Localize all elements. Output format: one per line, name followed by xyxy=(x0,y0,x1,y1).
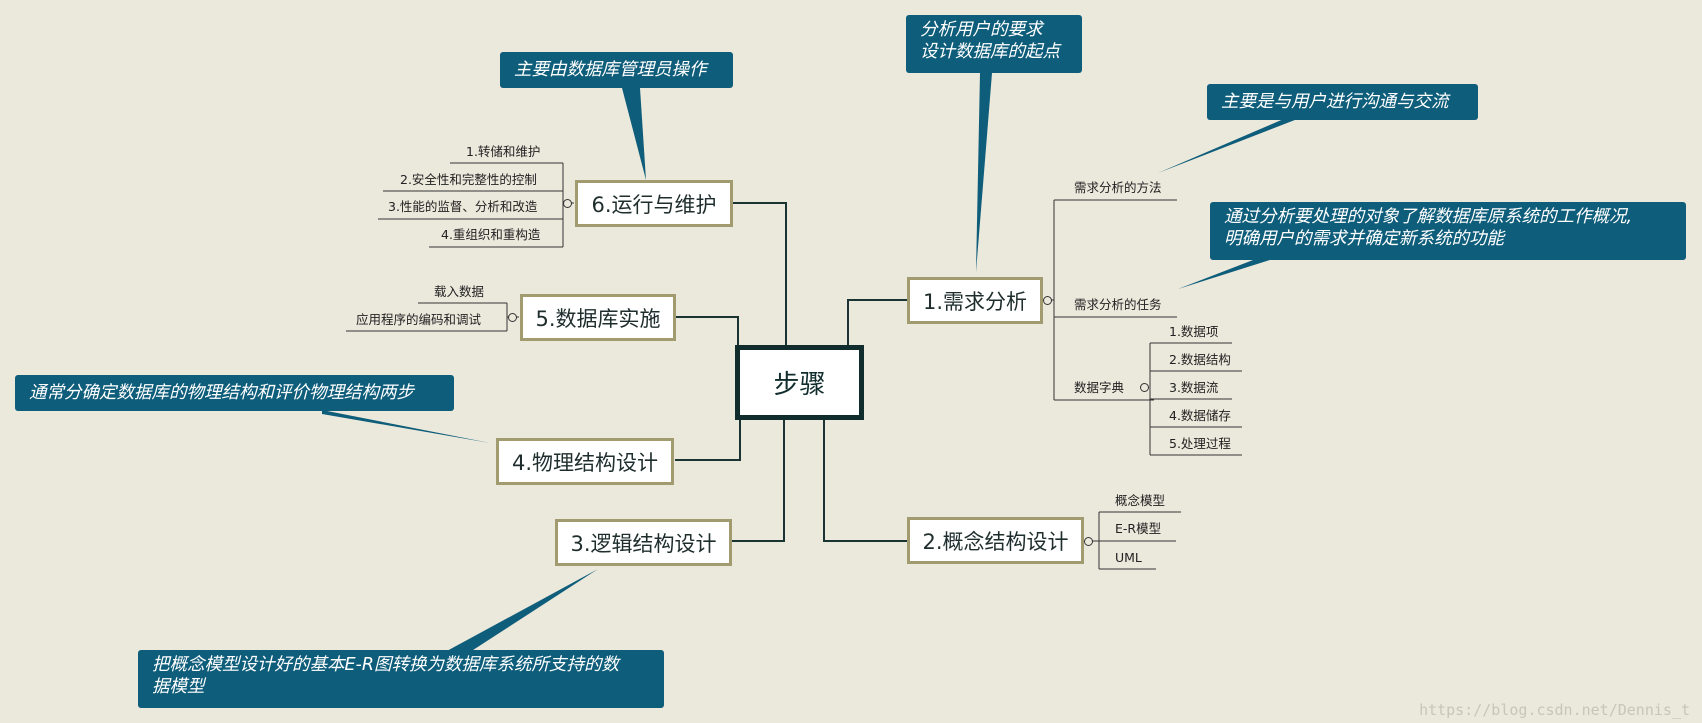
callout-line: 分析用户的要求 xyxy=(920,20,1043,40)
callout-line: 设计数据库的起点 xyxy=(920,42,1060,62)
callout-line: 明确用户的需求并确定新系统的功能 xyxy=(1224,229,1504,249)
topic-data-dictionary[interactable]: 数据字典 xyxy=(1074,380,1125,395)
implementation-item[interactable]: 载入数据 xyxy=(434,284,485,299)
concept-item[interactable]: UML xyxy=(1115,550,1142,565)
callout-physical[interactable]: 通常分确定数据库的物理结构和评价物理结构两步 xyxy=(15,375,454,411)
callout-line: 主要是与用户进行沟通与交流 xyxy=(1221,92,1449,112)
callout-logical[interactable]: 把概念模型设计好的基本E-R图转换为数据库系统所支持的数 据模型 xyxy=(138,650,664,708)
branch-label: 1.需求分析 xyxy=(922,289,1028,314)
collapse-knob-icon[interactable] xyxy=(563,199,572,208)
collapse-knob-icon[interactable] xyxy=(1043,296,1052,305)
branch-label: 3.逻辑结构设计 xyxy=(570,531,717,556)
concept-item[interactable]: 概念模型 xyxy=(1115,493,1166,508)
root-node[interactable]: 步骤 xyxy=(735,345,864,420)
branch-operation-maintenance[interactable]: 6.运行与维护 xyxy=(575,180,733,227)
branch-db-implementation[interactable]: 5.数据库实施 xyxy=(520,294,676,341)
branch-label: 5.数据库实施 xyxy=(535,306,661,331)
callout-line: 通过分析要处理的对象了解数据库原系统的工作概况, xyxy=(1224,207,1633,227)
branch-physical-design[interactable]: 4.物理结构设计 xyxy=(496,438,674,485)
dict-item[interactable]: 5.处理过程 xyxy=(1169,436,1231,451)
dict-item[interactable]: 2.数据结构 xyxy=(1169,352,1231,367)
callout-requirement-start[interactable]: 分析用户的要求 设计数据库的起点 xyxy=(906,15,1082,73)
branch-logical-design[interactable]: 3.逻辑结构设计 xyxy=(555,519,732,566)
dict-item[interactable]: 1.数据项 xyxy=(1169,324,1219,339)
watermark: https://blog.csdn.net/Dennis_t xyxy=(1419,701,1690,719)
implementation-item[interactable]: 应用程序的编码和调试 xyxy=(356,312,482,327)
maintenance-item[interactable]: 3.性能的监督、分析和改造 xyxy=(388,199,538,214)
collapse-knob-icon[interactable] xyxy=(1140,383,1149,392)
branch-label: 4.物理结构设计 xyxy=(511,450,659,475)
maintenance-item[interactable]: 2.安全性和完整性的控制 xyxy=(400,172,537,187)
maintenance-item[interactable]: 1.转储和维护 xyxy=(466,144,541,159)
branch-requirement-analysis[interactable]: 1.需求分析 xyxy=(907,277,1043,324)
branch-conceptual-design[interactable]: 2.概念结构设计 xyxy=(907,517,1084,564)
collapse-knob-icon[interactable] xyxy=(1084,537,1093,546)
root-label: 步骤 xyxy=(773,370,826,400)
callout-line: 把概念模型设计好的基本E-R图转换为数据库系统所支持的数 xyxy=(152,655,620,675)
maintenance-item[interactable]: 4.重组织和重构造 xyxy=(441,227,541,242)
callout-line: 通常分确定数据库的物理结构和评价物理结构两步 xyxy=(29,383,414,403)
branch-label: 2.概念结构设计 xyxy=(922,529,1069,554)
topic-requirement-method[interactable]: 需求分析的方法 xyxy=(1074,180,1162,195)
branch-label: 6.运行与维护 xyxy=(591,192,717,217)
dict-item[interactable]: 4.数据储存 xyxy=(1169,408,1231,423)
topic-requirement-task[interactable]: 需求分析的任务 xyxy=(1074,297,1162,312)
callout-method[interactable]: 主要是与用户进行沟通与交流 xyxy=(1207,84,1478,120)
collapse-knob-icon[interactable] xyxy=(508,313,517,322)
callout-maintenance[interactable]: 主要由数据库管理员操作 xyxy=(500,52,733,88)
concept-item[interactable]: E-R模型 xyxy=(1115,521,1162,536)
callout-line: 主要由数据库管理员操作 xyxy=(514,60,707,80)
callout-task[interactable]: 通过分析要处理的对象了解数据库原系统的工作概况, 明确用户的需求并确定新系统的功… xyxy=(1210,202,1686,260)
callout-line: 据模型 xyxy=(152,677,205,697)
dict-item[interactable]: 3.数据流 xyxy=(1169,380,1219,395)
